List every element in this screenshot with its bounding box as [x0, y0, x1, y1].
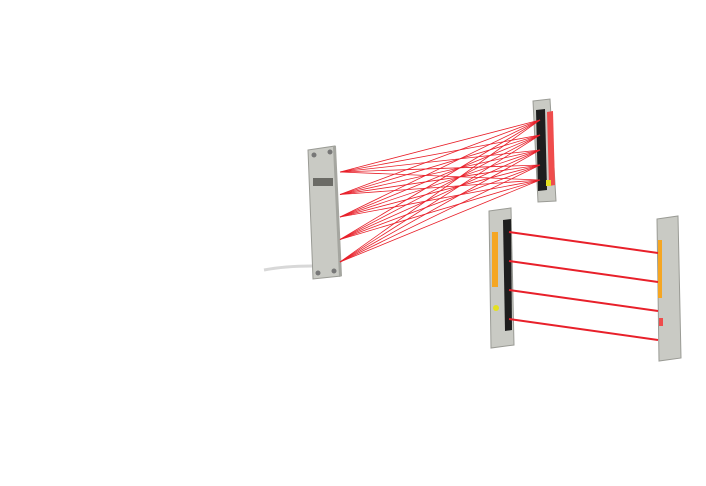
- receiver-crossed: [532, 98, 557, 203]
- light-beam: [339, 134, 541, 263]
- light-beam: [339, 134, 541, 195]
- light-beam: [508, 289, 659, 312]
- light-beam: [339, 119, 541, 173]
- light-beam: [508, 231, 659, 254]
- parallel-beams: [508, 231, 659, 341]
- light-beam: [339, 149, 541, 173]
- emitter-crossed: [307, 145, 342, 280]
- light-beam: [339, 134, 541, 173]
- light-beam: [339, 164, 541, 240]
- light-beam: [339, 119, 541, 218]
- light-beam: [339, 149, 541, 240]
- light-beam: [508, 260, 659, 283]
- light-beam: [339, 134, 541, 240]
- crossed-beams: [339, 119, 541, 263]
- receiver-parallel: [656, 215, 682, 362]
- light-beam: [339, 179, 541, 240]
- light-beam: [339, 149, 541, 263]
- light-beam: [339, 134, 541, 218]
- light-beam: [339, 119, 541, 240]
- light-beam: [339, 164, 541, 263]
- light-beam: [339, 149, 541, 195]
- light-beam: [339, 149, 541, 218]
- light-beam: [339, 119, 541, 195]
- light-beam: [339, 179, 541, 263]
- light-beam: [339, 119, 541, 263]
- light-beam: [508, 318, 659, 341]
- sensor-cable: [263, 264, 313, 272]
- emitter-parallel: [488, 207, 515, 349]
